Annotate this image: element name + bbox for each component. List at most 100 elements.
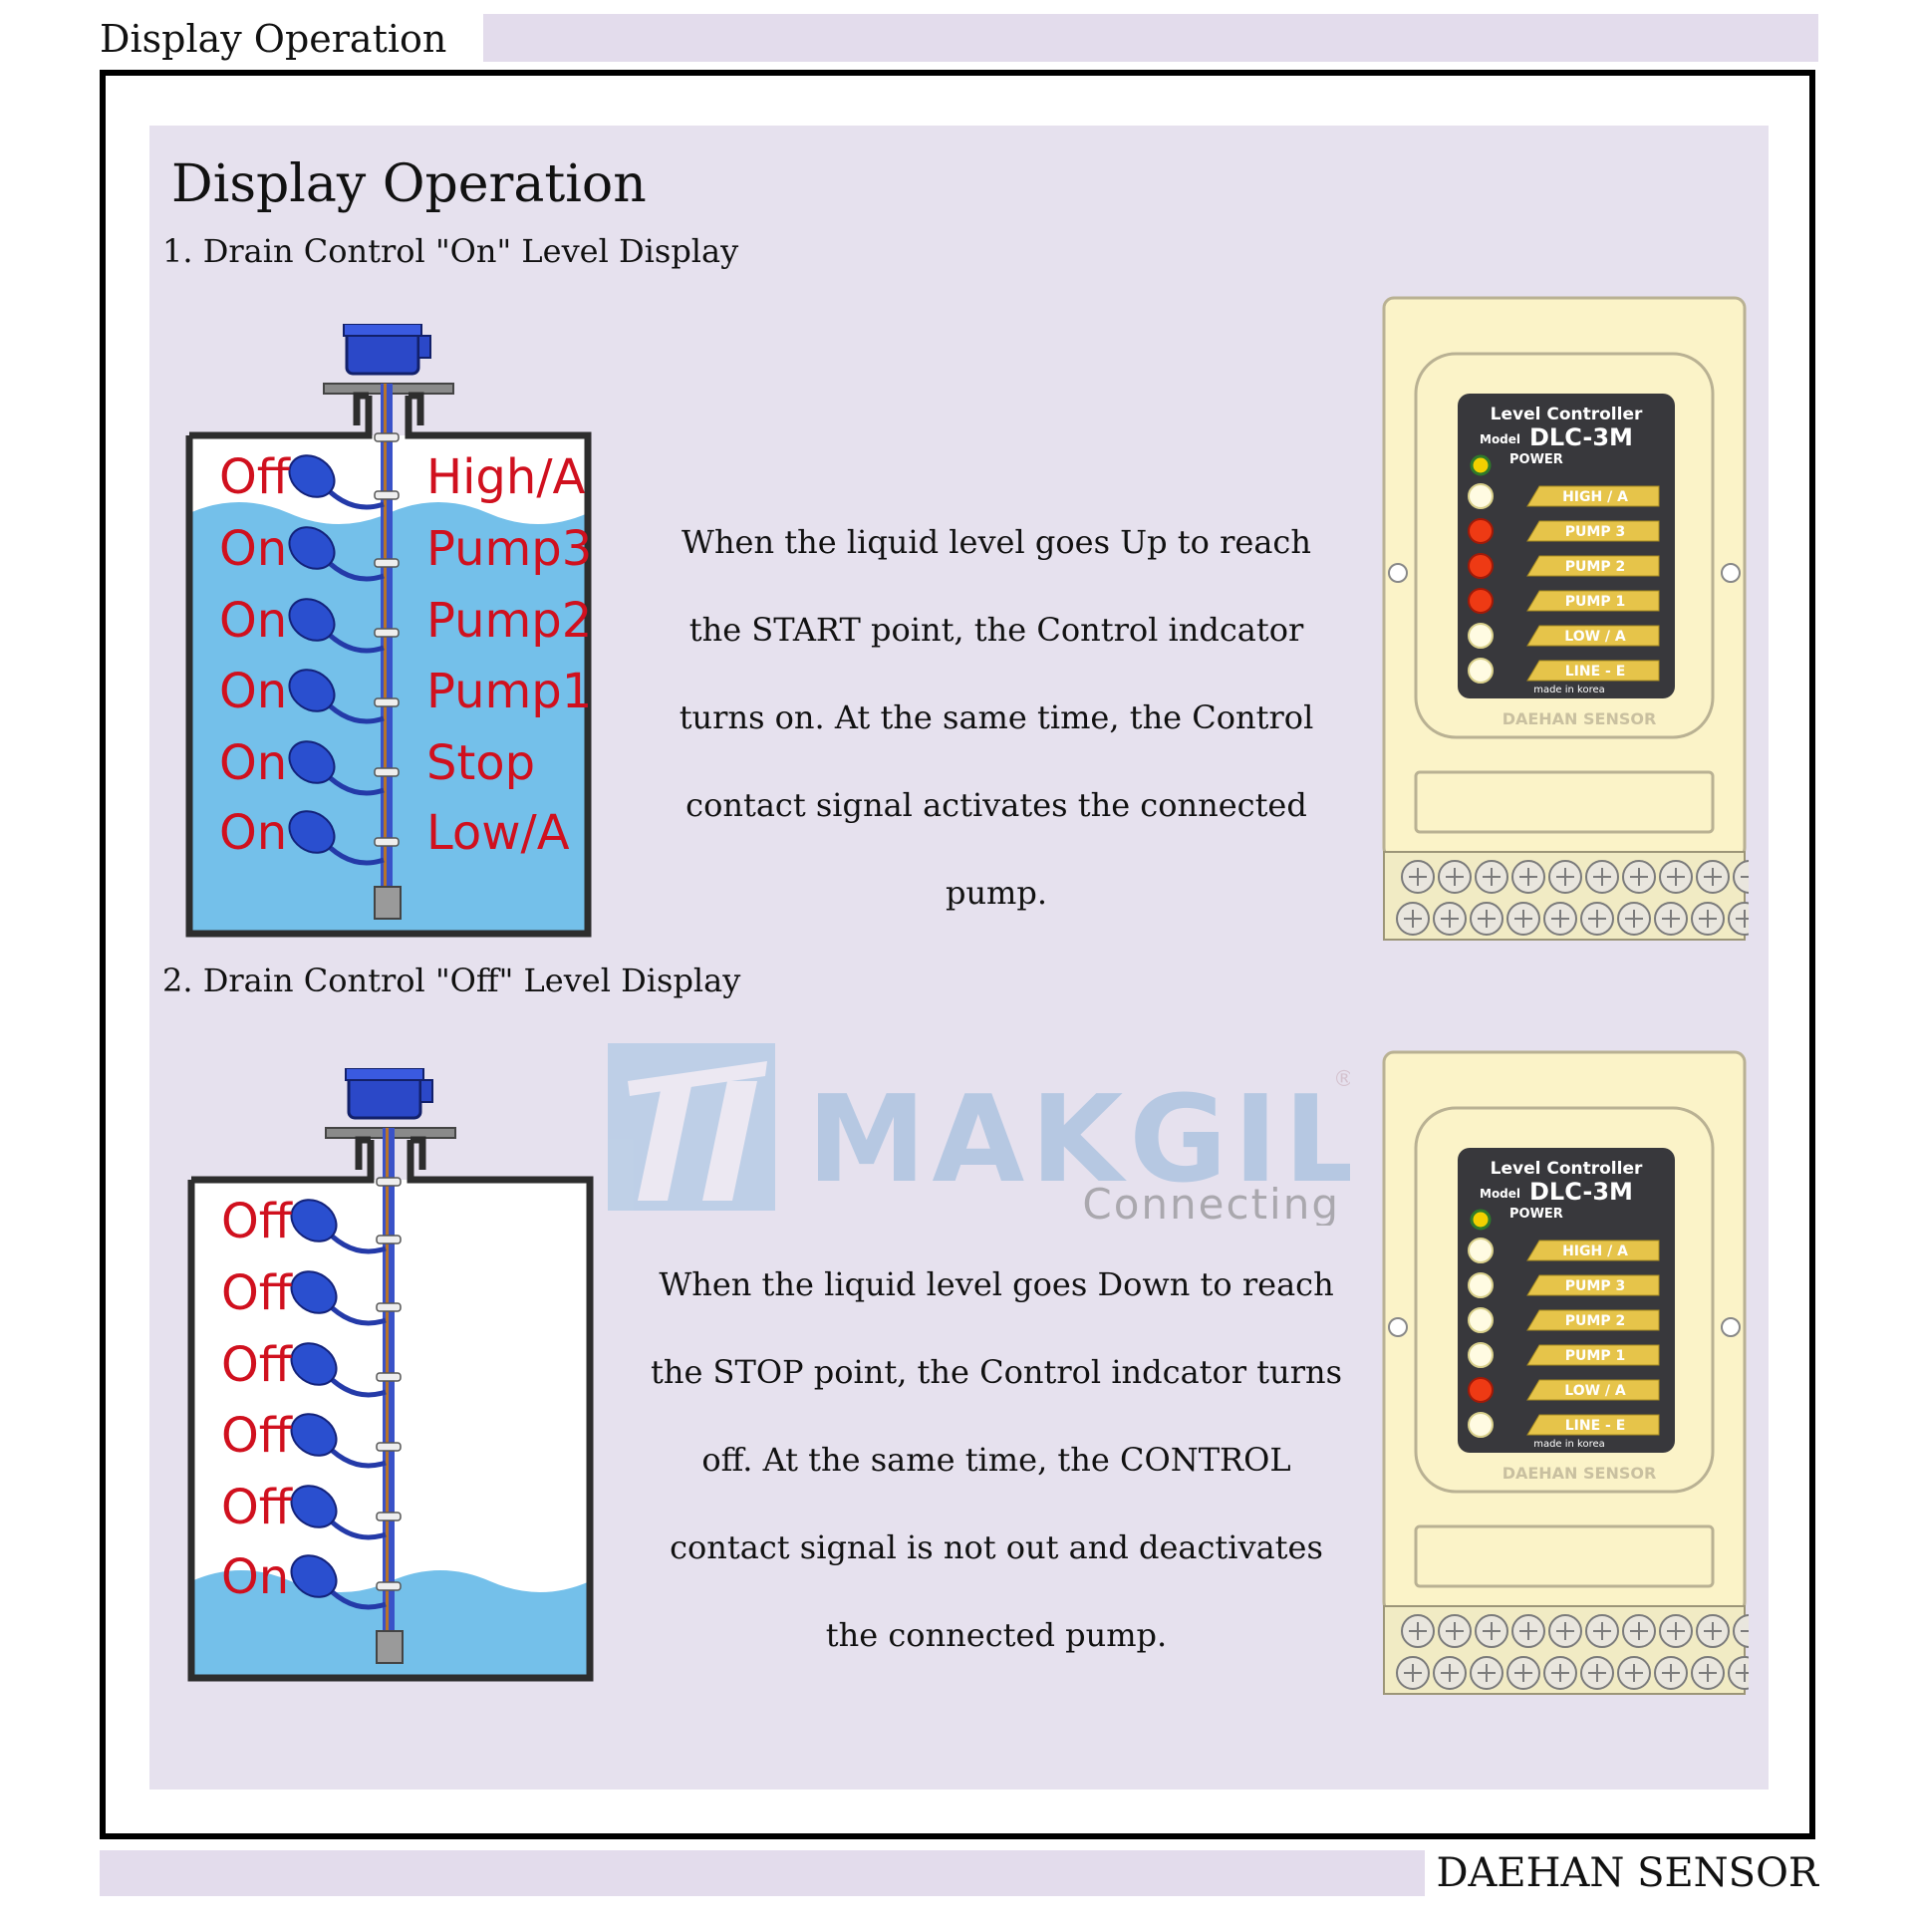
terminal-screw-slot: [1478, 1664, 1496, 1682]
controller-brand: DAEHAN SENSOR: [1503, 709, 1657, 728]
indicator-led-on: [1468, 553, 1494, 579]
tank-wall: [187, 1140, 594, 1682]
float-switch: [288, 810, 336, 854]
sensor-connector: [419, 1079, 433, 1103]
controller-brand: DAEHAN SENSOR: [1503, 1464, 1657, 1483]
terminal-screw-slot: [1409, 868, 1427, 886]
sensor-cap: [345, 1068, 424, 1081]
rod-collar: [374, 837, 400, 847]
rod-collar: [374, 767, 400, 777]
rod-collar: [374, 697, 400, 707]
terminal-screw-slot: [1404, 1664, 1422, 1682]
section1-desc-line: contact signal activates the connected: [685, 786, 1307, 824]
terminal-screw-slot: [1699, 1664, 1717, 1682]
level-point-label: Pump3: [426, 521, 592, 577]
indicator-led-off: [1468, 1342, 1494, 1368]
terminal-screw-slot: [1409, 1622, 1427, 1640]
float-state-label: Off: [221, 1408, 293, 1464]
float-switch: [288, 669, 336, 712]
power-led: [1470, 454, 1492, 476]
section1-description: When the liquid level goes Up to reach t…: [628, 498, 1365, 937]
terminal-screw-slot: [1551, 1664, 1569, 1682]
rod-collar: [374, 490, 400, 500]
indicator-led-off: [1468, 1307, 1494, 1333]
terminal-screw-slot: [1593, 868, 1611, 886]
made-in-label: made in korea: [1533, 685, 1605, 695]
tank-nozzle: [355, 1136, 426, 1170]
indicator-label: LOW / A: [1564, 629, 1626, 645]
indicator-tag: [1526, 555, 1660, 577]
model-number: DLC-3M: [1529, 1178, 1633, 1206]
terminal-screw-slot: [1741, 868, 1749, 886]
indicator-led-on: [1468, 1377, 1494, 1403]
footer-brand: DAEHAN SENSOR: [1436, 1850, 1818, 1896]
terminal-screw-slot: [1662, 910, 1680, 928]
section2-desc-line: contact signal is not out and deactivate…: [670, 1528, 1323, 1566]
terminal-screw-slot: [1441, 1664, 1459, 1682]
terminal-screw-slot: [1741, 1622, 1749, 1640]
indicator-label: PUMP 1: [1565, 594, 1625, 610]
float-state-label: On: [219, 593, 287, 649]
float-switch: [290, 1413, 338, 1457]
indicator-tag: [1526, 485, 1660, 507]
terminal-screw-slot: [1625, 910, 1643, 928]
power-led: [1470, 1209, 1492, 1231]
terminal-screw-slot: [1556, 868, 1574, 886]
indicator-label: PUMP 1: [1565, 1348, 1625, 1364]
section2-desc-line: When the liquid level goes Down to reach: [659, 1265, 1334, 1303]
main-title: Display Operation: [171, 154, 647, 214]
sensor-rod-wire: [386, 1128, 389, 1636]
section1-desc-line: When the liquid level goes Up to reach: [682, 523, 1311, 561]
section1-desc-line: the START point, the Control indcator: [688, 611, 1304, 649]
terminal-screw-slot: [1404, 910, 1422, 928]
rod-collar: [376, 1372, 402, 1382]
mounting-hole-left: [1388, 1317, 1408, 1337]
controller-face: [1458, 394, 1675, 698]
tank-nozzle: [353, 392, 424, 425]
rod-collar: [376, 1302, 402, 1312]
section2-heading: 2. Drain Control "Off" Level Display: [162, 962, 741, 999]
model-prefix: Model: [1480, 432, 1520, 446]
level-point-label: Stop: [426, 735, 535, 791]
rod-collar: [374, 558, 400, 568]
footer-bar: [100, 1850, 1425, 1896]
terminal-screw-slot: [1625, 1664, 1643, 1682]
controller-face: [1458, 1148, 1675, 1453]
terminal-screw-slot: [1630, 868, 1648, 886]
controller-label-window: [1414, 1524, 1715, 1588]
terminal-screw-slot: [1519, 1622, 1537, 1640]
indicator-tag: [1526, 1240, 1660, 1261]
rod-weight: [376, 1630, 404, 1664]
terminal-screw-slot: [1667, 1622, 1685, 1640]
terminal-screw-slot: [1593, 1622, 1611, 1640]
float-switch: [288, 598, 336, 642]
terminal-screw-slot: [1588, 1664, 1606, 1682]
made-in-label: made in korea: [1533, 1439, 1605, 1450]
indicator-led-on: [1468, 518, 1494, 544]
level-point-label: High/A: [426, 449, 585, 505]
tank-wall: [185, 396, 592, 938]
float-switch: [290, 1554, 338, 1598]
float-state-label: On: [219, 805, 287, 861]
terminal-screw-slot: [1556, 1622, 1574, 1640]
terminal-screw-slot: [1514, 1664, 1532, 1682]
power-label: POWER: [1509, 452, 1563, 467]
terminal-screw-slot: [1478, 910, 1496, 928]
float-state-label: On: [221, 1549, 289, 1605]
indicator-led-off: [1468, 623, 1494, 649]
section2-desc-line: off. At the same time, the CONTROL: [701, 1441, 1291, 1479]
indicator-tag: [1526, 1309, 1660, 1331]
page-header-title: Display Operation: [100, 17, 447, 61]
mounting-hole-right: [1721, 1317, 1741, 1337]
indicator-tag: [1526, 590, 1660, 612]
indicator-label: LINE - E: [1565, 664, 1626, 680]
terminal-screw-slot: [1519, 868, 1537, 886]
indicator-tag: [1526, 625, 1660, 647]
indicator-label: LOW / A: [1564, 1383, 1626, 1399]
float-switch: [290, 1485, 338, 1528]
float-switch: [290, 1270, 338, 1314]
float-state-label: On: [219, 664, 287, 719]
